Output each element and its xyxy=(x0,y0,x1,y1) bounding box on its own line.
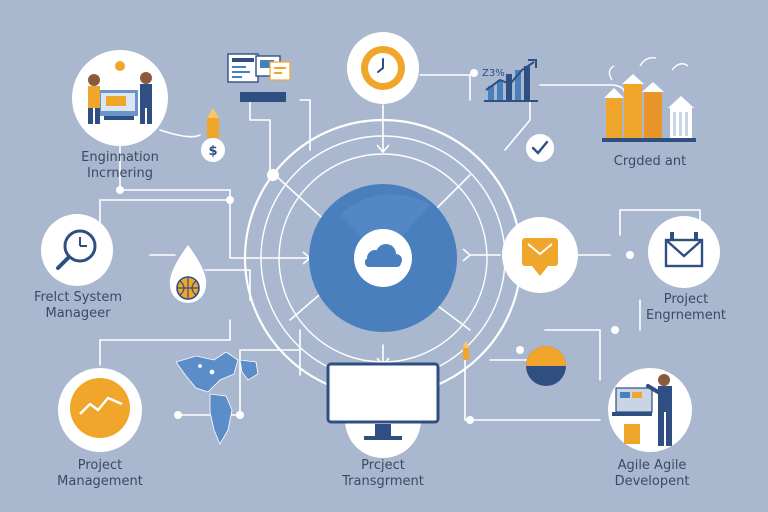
project-transport-label: Prcject Transgrment xyxy=(323,458,443,490)
agile-node[interactable] xyxy=(608,368,692,452)
project-management-label-line2: Management xyxy=(57,474,143,489)
system-manager-label-line1: Frelct System xyxy=(33,290,123,305)
mail-icon xyxy=(664,232,704,268)
project-engineering-label: Project Engrnement xyxy=(626,292,746,324)
agile-label: Agile Agile Developent xyxy=(592,458,712,490)
warning-sign-icon xyxy=(522,238,558,276)
check-node xyxy=(526,134,554,162)
growth-chart xyxy=(484,59,538,102)
dollar-icon: $ xyxy=(208,144,217,159)
engineering-node[interactable] xyxy=(72,50,168,146)
clock-node[interactable] xyxy=(347,32,419,104)
system-manager-label-line2: Manageer xyxy=(45,306,111,321)
central-hub xyxy=(309,184,457,332)
workspace-windows xyxy=(227,53,291,102)
pie-chart-icon xyxy=(526,346,566,386)
system-manager-node[interactable] xyxy=(41,214,113,286)
project-transport-label-line1: Prcject xyxy=(361,458,405,473)
check-icon xyxy=(531,140,549,155)
engineering-label-line2: Incrnering xyxy=(86,166,154,181)
project-engineering-label-line1: Project xyxy=(663,292,709,307)
pencil-icon xyxy=(463,340,469,360)
project-transport-label-line2: Transgrment xyxy=(342,474,424,489)
agile-label-line2: Developent xyxy=(614,474,690,489)
engineer-illustration xyxy=(612,374,672,446)
alert-node[interactable] xyxy=(502,217,578,293)
finance-buildings xyxy=(602,56,696,142)
project-transport-node[interactable] xyxy=(326,362,440,458)
team-illustration xyxy=(88,61,152,124)
dollar-node: $ xyxy=(201,108,225,162)
project-engineering-node[interactable] xyxy=(648,216,720,288)
project-management-label-line1: Project xyxy=(77,458,123,473)
trend-line-icon xyxy=(79,396,123,415)
magnifier-clock-icon xyxy=(56,229,97,270)
engineering-label: Enginnation Incrnering xyxy=(60,150,180,182)
engineering-label-line1: Enginnation xyxy=(81,150,159,165)
monitor-icon xyxy=(326,362,440,440)
system-manager-label: Frelct System Manageer xyxy=(18,290,138,322)
cloud-icon xyxy=(365,244,402,267)
project-management-node[interactable] xyxy=(58,368,142,452)
finance-label-text: Crgded ant xyxy=(613,154,687,169)
world-map xyxy=(175,351,259,445)
project-management-label: Project Management xyxy=(40,458,160,490)
project-engineering-label-line2: Engrnement xyxy=(645,308,727,323)
connector-dots xyxy=(116,69,634,424)
agile-label-line1: Agile Agile xyxy=(617,458,687,473)
globe-drop-node xyxy=(169,245,207,303)
finance-label: Crgded ant xyxy=(590,154,710,170)
chart-badge: Z3% xyxy=(482,68,505,79)
clock-icon xyxy=(377,58,384,73)
